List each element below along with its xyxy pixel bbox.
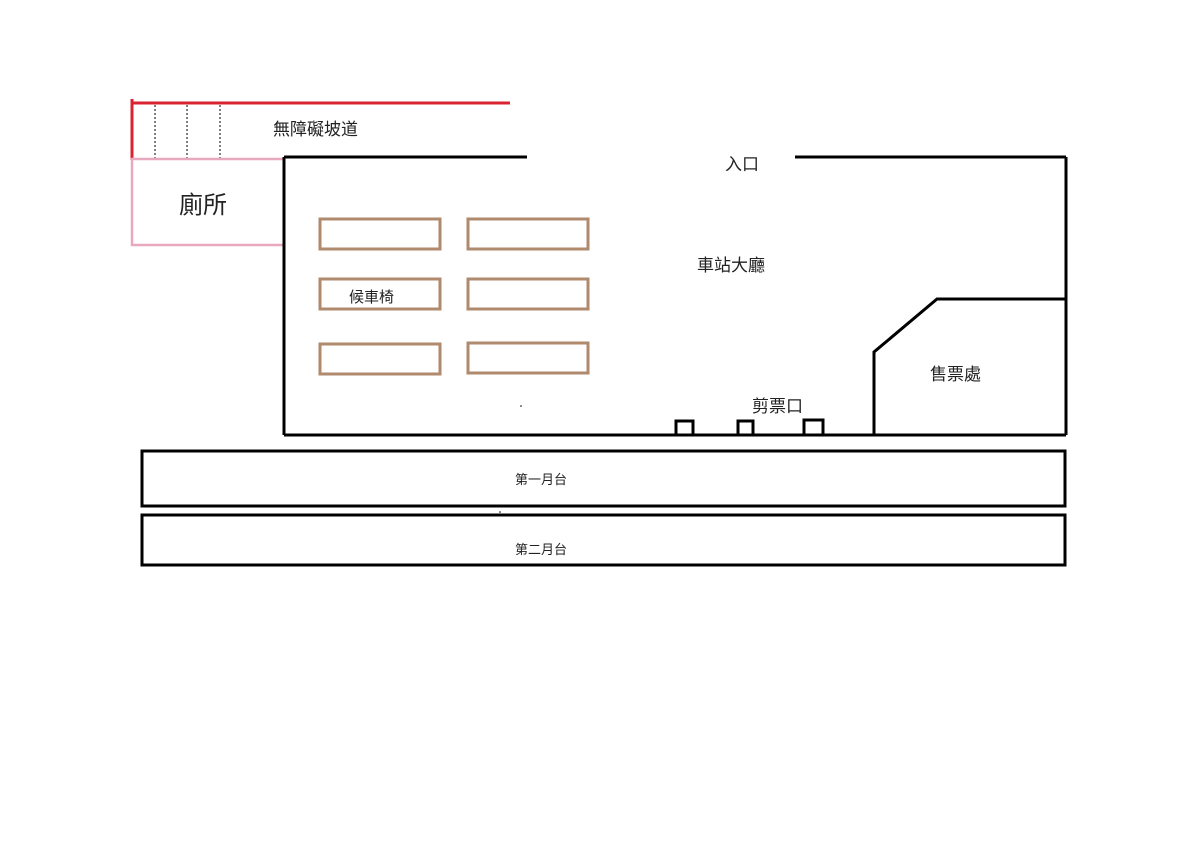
- platform-1-label: 第一月台: [515, 473, 567, 488]
- dot-mark: [499, 511, 501, 513]
- benches: [318, 217, 590, 376]
- ticket-gate-label: 剪票口: [752, 397, 803, 417]
- ticket-gate: [674, 419, 695, 437]
- ticket-gates: [674, 418, 825, 437]
- entrance-label: 入口: [725, 155, 759, 175]
- bench-label: 候車椅: [349, 288, 394, 306]
- bench: [318, 217, 442, 251]
- ticket-office: 售票處: [872, 297, 1066, 435]
- ramp-label: 無障礙坡道: [273, 120, 358, 140]
- dot-mark: [520, 405, 522, 407]
- accessible-ramp: 無障礙坡道: [130, 99, 510, 160]
- bench: [466, 217, 590, 251]
- bench: [318, 342, 442, 376]
- platform-1: 第一月台: [140, 449, 1067, 508]
- toilet-label: 廁所: [179, 191, 227, 219]
- hall-walls: [282, 155, 1068, 437]
- bench: [466, 341, 590, 375]
- bench: [318, 277, 442, 311]
- ticket-office-label: 售票處: [930, 365, 981, 385]
- hall-label: 車站大廳: [697, 256, 765, 276]
- ticket-gate: [736, 419, 755, 437]
- toilet: 廁所: [130, 157, 286, 247]
- platform-2: 第二月台: [140, 513, 1067, 567]
- bench: [466, 277, 590, 311]
- platform-2-label: 第二月台: [515, 543, 567, 558]
- ticket-gate: [802, 418, 825, 437]
